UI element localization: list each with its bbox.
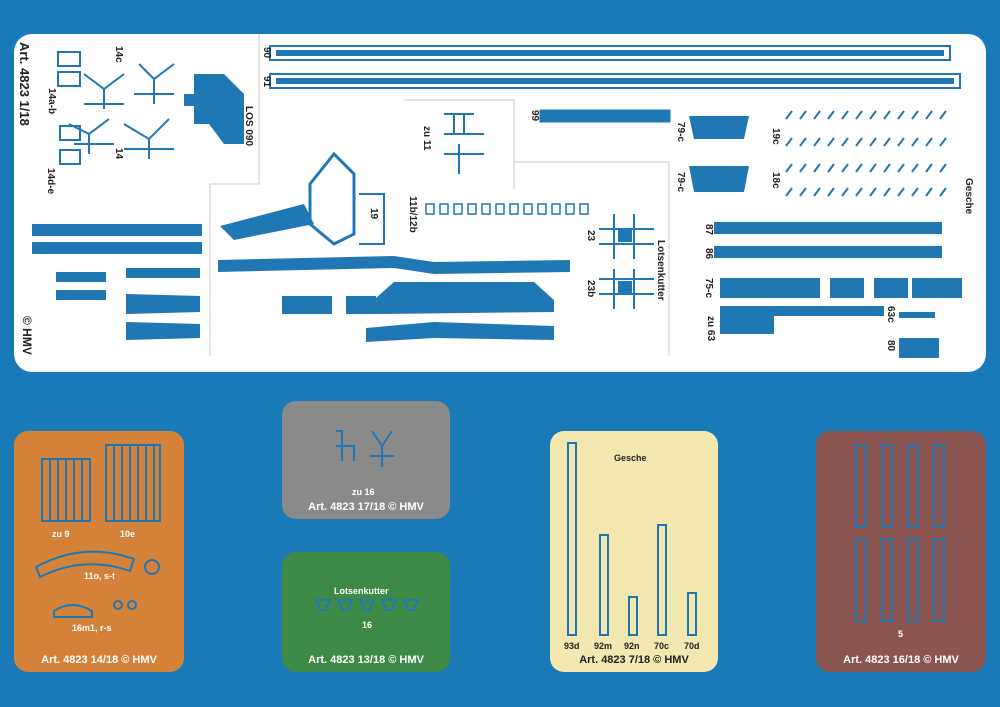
label-99: 99 [529,110,540,122]
copyright-mark: © HMV [20,316,34,355]
label-zu11: zu 11 [421,126,432,151]
fret-card-yellow: Gesche 93d 92m 92n 70c 70d Art. 4823 7/1… [550,431,718,672]
grey-card-drawing [336,430,394,467]
card-footer-green: Art. 4823 13/18 © HMV [308,654,424,666]
label-18c: 18c [770,172,781,189]
label-16m1: 16m1, r-s [72,623,112,633]
label-11b12b: 11b/12b [407,196,418,233]
main-fret-drawing [32,34,962,358]
label-93d: 93d [564,641,580,651]
label-70d: 70d [684,641,700,651]
card-footer-brown: Art. 4823 16/18 © HMV [843,654,959,666]
label-87: 87 [703,224,714,236]
label-zu63: zu 63 [705,316,716,342]
green-card-drawing [314,599,420,611]
label-79c-top: 79-c [675,122,686,143]
label-lotsenkutter-green: Lotsenkutter [334,586,389,596]
card-footer-yellow: Art. 4823 7/18 © HMV [579,654,689,666]
label-lotsenkutter: Lotsenkutter [655,240,666,301]
label-gesche: Gesche [963,178,974,215]
card-footer-grey: Art. 4823 17/18 © HMV [308,501,424,513]
label-zu16: zu 16 [352,487,375,497]
label-zu9: zu 9 [52,529,70,539]
fret-card-grey: zu 16 Art. 4823 17/18 © HMV [282,401,450,519]
label-19c: 19c [770,128,781,145]
part-14-group [57,51,175,165]
label-gesche-card: Gesche [614,453,647,463]
orange-card-drawing [34,444,161,618]
fret-card-orange: zu 9 10e 11o, s-t 16m1, r-s Art. 4823 14… [14,431,184,672]
label-79c-bottom: 79-c [675,172,686,193]
label-23: 23 [585,230,596,242]
label-23b: 23b [585,280,596,298]
label-90: 90 [261,47,272,59]
label-80: 80 [885,340,896,352]
label-14ab: 14a-b [46,88,57,115]
label-14de: 14d-e [45,168,56,195]
label-14: 14 [113,148,124,160]
label-86: 86 [703,248,714,260]
rail-91 [269,73,961,89]
main-fret-sheet: Art. 4823 1/18 © HMV 14c 14a-b 14d-e 14 … [14,34,986,372]
label-92n: 92n [624,641,640,651]
card-footer-orange: Art. 4823 14/18 © HMV [41,654,157,666]
rail-90 [269,45,951,61]
label-19: 19 [368,208,379,220]
label-5: 5 [898,629,904,639]
label-11o: 11o, s-t [84,571,116,581]
label-los090: LOS 090 [243,106,254,147]
label-14c: 14c [113,46,124,63]
fret-card-green: Lotsenkutter 16 Art. 4823 13/18 © HMV [282,552,450,672]
article-number: Art. 4823 1/18 [17,42,32,126]
label-63c: 63c [885,306,896,323]
label-10e: 10e [120,529,136,539]
label-92m: 92m [594,641,613,651]
label-91: 91 [261,76,272,88]
yellow-card-drawing [567,442,697,636]
fret-card-brown: 5 Art. 4823 16/18 © HMV [816,431,986,672]
label-70c: 70c [654,641,670,651]
label-75c: 75-c [703,278,714,299]
label-16: 16 [362,620,373,630]
brown-card-drawing [855,444,945,622]
